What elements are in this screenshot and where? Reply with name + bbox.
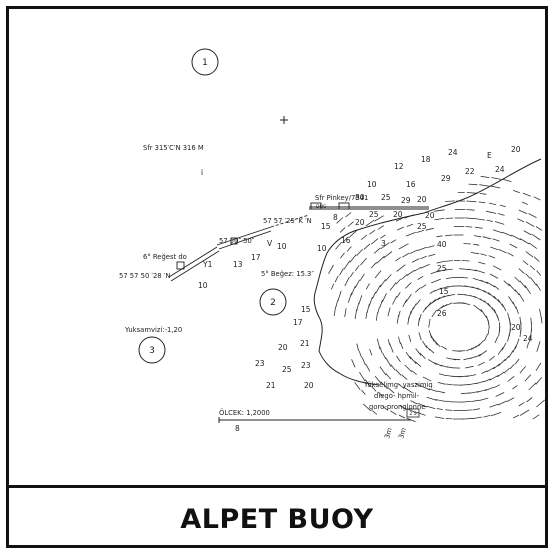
sounding: 10 bbox=[277, 242, 287, 251]
sounding: 20 bbox=[511, 145, 521, 154]
sounding: 24 bbox=[448, 148, 458, 157]
coord-label-c: 57 57 50 ′28 ′N bbox=[119, 272, 170, 280]
sounding: 29 bbox=[441, 174, 451, 183]
sounding: 17 bbox=[251, 253, 261, 262]
chart-frame: 1 2 3 bbox=[6, 6, 548, 548]
circle-label-3: 3 bbox=[149, 346, 155, 356]
nautical-chart: 1 2 3 bbox=[9, 9, 545, 485]
sounding: 26 bbox=[437, 309, 447, 318]
sounding: 10 bbox=[317, 244, 327, 253]
sounding: 24 bbox=[495, 165, 505, 174]
sounding: V bbox=[267, 239, 273, 248]
soundings: 12 18 24 E 20 10 16 29 22 24 80 25 29 20… bbox=[198, 145, 533, 390]
sounding: 15 bbox=[439, 287, 449, 296]
sounding: 16 bbox=[406, 180, 416, 189]
circle-label-1: 1 bbox=[202, 58, 208, 68]
coastline bbox=[313, 158, 542, 386]
note-line-1: Yükselimg- yaszimiq bbox=[363, 381, 433, 389]
scale-tick-label: 8 bbox=[235, 424, 240, 433]
sounding: 21 bbox=[266, 381, 276, 390]
sounding: i bbox=[201, 168, 203, 177]
sounding: 15 bbox=[321, 222, 331, 231]
sounding: 21 bbox=[300, 339, 310, 348]
sounding: 20 bbox=[511, 323, 521, 332]
legend-box-label: 2.5 bbox=[409, 411, 416, 417]
sounding: 20 bbox=[304, 381, 314, 390]
sounding: 25 bbox=[282, 365, 292, 374]
yuksek-label: Yuksamvizi:-1,20 bbox=[124, 326, 182, 334]
sounding: 25 bbox=[369, 210, 379, 219]
pipe-box-label: DNG bbox=[316, 204, 327, 210]
scale-bar bbox=[218, 417, 411, 423]
sounding: 22 bbox=[465, 167, 475, 176]
sounding: 16 bbox=[341, 236, 351, 245]
depth-marker-2: 3m bbox=[397, 427, 408, 440]
title-divider bbox=[9, 485, 545, 488]
chart-title: ALPET BUOY bbox=[180, 503, 374, 535]
sounding: 29 bbox=[401, 196, 411, 205]
sounding: 10 bbox=[198, 281, 208, 290]
scale-label: ÖLCEK: 1,2000 bbox=[219, 408, 270, 417]
note-line-2: diego- hpmil- bbox=[374, 392, 420, 400]
sounding: 15 bbox=[301, 305, 311, 314]
sounding: 13 bbox=[233, 260, 243, 269]
sounding: 23 bbox=[255, 359, 265, 368]
sounding: 25 bbox=[417, 222, 427, 231]
sounding: 24 bbox=[523, 334, 533, 343]
sounding: 80 bbox=[355, 193, 365, 202]
sounding: 17 bbox=[293, 318, 303, 327]
pipeline-lines bbox=[168, 202, 429, 282]
sounding: 20 bbox=[417, 195, 427, 204]
sounding: 20 bbox=[393, 210, 403, 219]
chart-svg: 1 2 3 bbox=[119, 48, 545, 440]
coord-label-a: 57 57 ′25 ′K ′N bbox=[263, 217, 312, 225]
sounding: 18 bbox=[421, 155, 431, 164]
begez-label: 5° Beğez: 15.3″ bbox=[261, 270, 314, 278]
circle-marker-3: 3 bbox=[138, 336, 166, 364]
circle-label-2: 2 bbox=[270, 298, 276, 308]
sounding: 20 bbox=[355, 218, 365, 227]
circle-marker-2: 2 bbox=[259, 288, 287, 316]
legend-box bbox=[406, 408, 420, 418]
sounding: 23 bbox=[301, 361, 311, 370]
coord-label-b: 57 50″ 50″ bbox=[219, 237, 255, 245]
sounding: 20 bbox=[278, 343, 288, 352]
sounding: Y1 bbox=[202, 260, 213, 269]
depth-marker-1: 3m bbox=[383, 427, 394, 440]
sounding: 25 bbox=[381, 193, 391, 202]
sounding: 8 bbox=[333, 213, 338, 222]
sounding: 40 bbox=[437, 240, 447, 249]
sfr-position-label: Sfr 315′C′N 316 M bbox=[143, 144, 204, 152]
regest-label: 6° Reğest do bbox=[143, 253, 187, 261]
sounding: 25 bbox=[437, 264, 447, 273]
sfr-pinkey-label: Sfr Pinkey/7341 bbox=[315, 194, 368, 202]
note-line-3: goro-pronglonne bbox=[369, 403, 425, 411]
sounding: 20 bbox=[425, 211, 435, 220]
land-hatching bbox=[328, 175, 545, 423]
sounding: 10 bbox=[367, 180, 377, 189]
sounding: E bbox=[487, 151, 492, 160]
sounding: 12 bbox=[394, 162, 404, 171]
circle-marker-1: 1 bbox=[191, 48, 219, 76]
sounding: 3 bbox=[381, 239, 386, 248]
plus-marker bbox=[280, 116, 288, 124]
